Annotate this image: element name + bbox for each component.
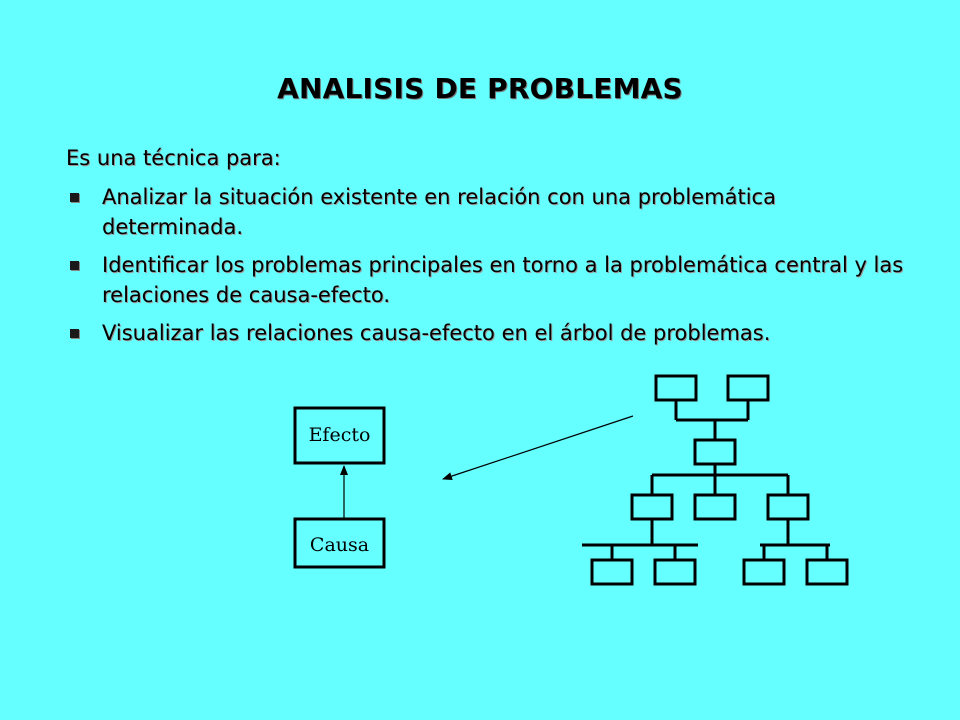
tree-node [630, 493, 674, 521]
bullet-item: Identificar los problemas principales en… [66, 250, 906, 310]
effect-box [293, 406, 386, 465]
tree-node [693, 438, 737, 466]
tree-node [590, 558, 634, 586]
bullet-text: Identificar los problemas principales en… [102, 253, 904, 307]
tree-node [805, 558, 849, 586]
tree-node [693, 493, 737, 521]
square-bullet-icon [70, 329, 79, 338]
bullet-text: Visualizar las relaciones causa-efecto e… [102, 321, 771, 345]
tree-pointer-arrow [442, 415, 634, 480]
cause-box [293, 517, 386, 569]
square-bullet-icon [70, 193, 79, 202]
tree-node [766, 493, 810, 521]
tree-connectors [582, 400, 830, 560]
effect-label: Efecto [309, 424, 371, 446]
tree-node [742, 558, 786, 586]
intro-text: Es una técnica para: [66, 146, 281, 170]
bullet-text: Analizar la situación existente en relac… [102, 185, 776, 239]
cause-label: Causa [310, 534, 369, 556]
tree-node [654, 374, 698, 402]
tree-node [653, 558, 697, 586]
bullet-list: Analizar la situación existente en relac… [66, 182, 906, 356]
tree-node [726, 374, 770, 402]
slide-title: ANALISIS DE PROBLEMAS [277, 72, 683, 105]
square-bullet-icon [70, 261, 79, 270]
bullet-item: Analizar la situación existente en relac… [66, 182, 906, 242]
bullet-item: Visualizar las relaciones causa-efecto e… [66, 318, 906, 348]
